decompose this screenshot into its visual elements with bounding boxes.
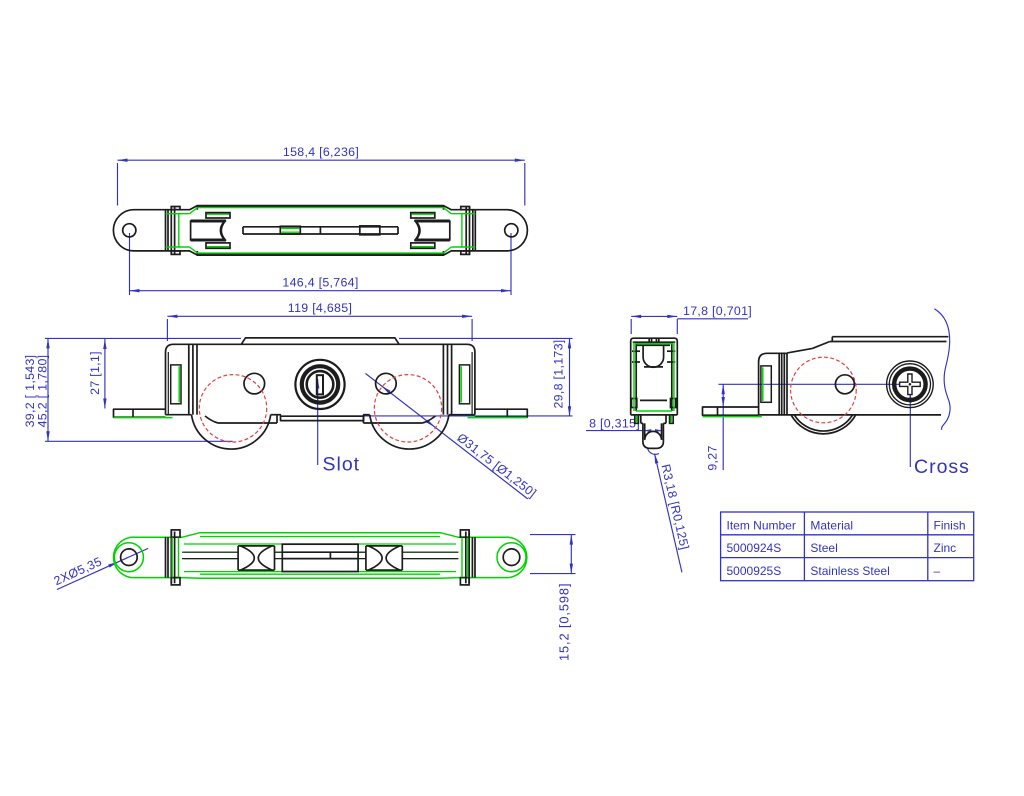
svg-text:Slot: Slot	[323, 454, 361, 476]
svg-text:39,2 [ 1,543]: 39,2 [ 1,543]	[23, 355, 37, 428]
svg-text:Stainless Steel: Stainless Steel	[810, 564, 889, 578]
svg-text:Item Number: Item Number	[727, 518, 796, 532]
svg-text:15,2 [0,598]: 15,2 [0,598]	[557, 583, 572, 661]
svg-text:146,4 [5,764]: 146,4 [5,764]	[282, 276, 358, 290]
svg-text:Cross: Cross	[914, 456, 970, 478]
svg-text:29,8 [1,173]: 29,8 [1,173]	[552, 339, 566, 408]
svg-text:17,8 [0,701]: 17,8 [0,701]	[683, 304, 752, 318]
svg-text:–: –	[934, 564, 941, 578]
svg-text:119 [4,685]: 119 [4,685]	[288, 301, 352, 315]
svg-text:9,27: 9,27	[706, 445, 720, 470]
svg-text:Zinc: Zinc	[934, 541, 957, 555]
svg-text:5000925S: 5000925S	[727, 564, 782, 578]
svg-text:45,2 [ 1,780]: 45,2 [ 1,780]	[36, 355, 50, 428]
svg-text:8 [0,315]: 8 [0,315]	[589, 417, 640, 431]
svg-text:5000924S: 5000924S	[727, 541, 782, 555]
svg-text:158,4 [6,236]: 158,4 [6,236]	[283, 145, 359, 159]
svg-text:Steel: Steel	[810, 541, 837, 555]
svg-text:27 [1,1]: 27 [1,1]	[88, 351, 102, 395]
svg-text:Finish: Finish	[934, 518, 966, 532]
svg-text:Material: Material	[810, 518, 853, 532]
